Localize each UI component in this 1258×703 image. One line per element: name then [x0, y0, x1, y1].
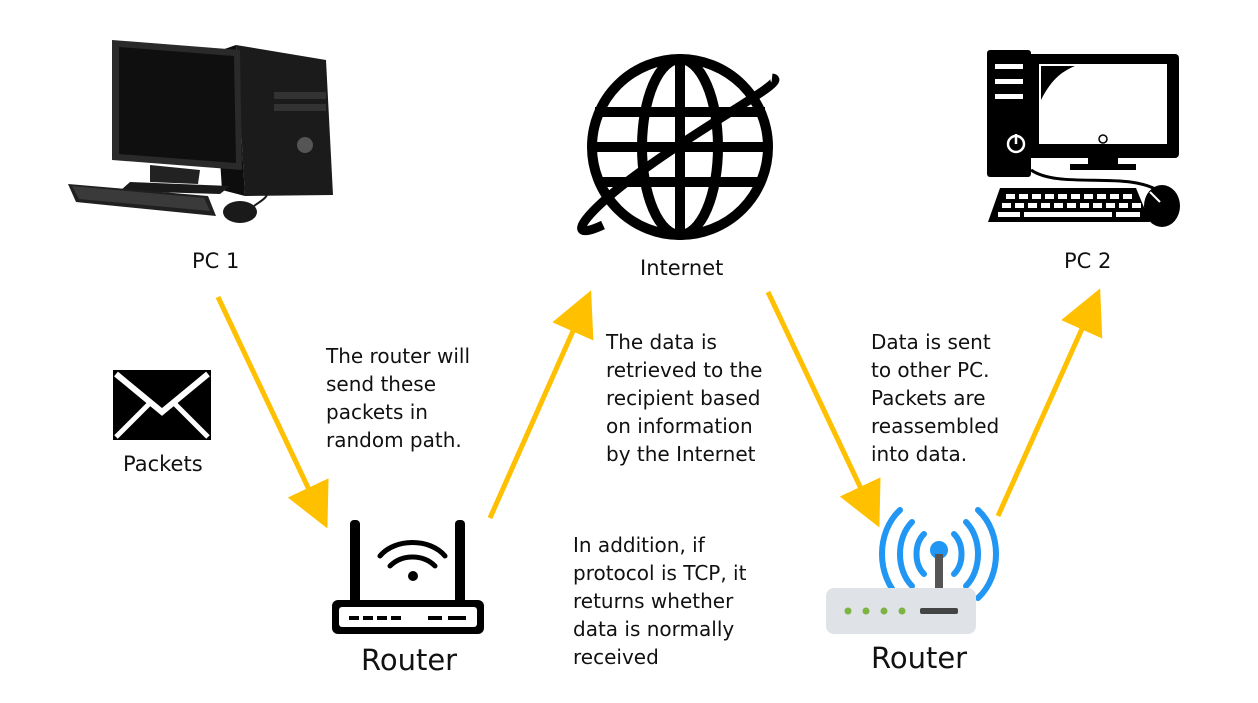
arrow-internet-to-router [765, 290, 881, 528]
pc1-label: PC 1 [192, 249, 240, 273]
router-left-label: Router [361, 643, 458, 677]
pc2-label: PC 2 [1064, 249, 1112, 273]
packets-label: Packets [123, 452, 203, 476]
note-tcp: In addition, if protocol is TCP, it retu… [573, 533, 747, 669]
note-router-send: The router will send these packets in ra… [326, 344, 471, 452]
arrow-router-to-internet [487, 290, 594, 520]
internet-label: Internet [640, 256, 724, 280]
note-data-retrieved: The data is retrieved to the recipient b… [606, 330, 763, 466]
note-data-sent: Data is sent to other PC. Packets are re… [871, 330, 1000, 466]
router-right-label: Router [871, 641, 968, 675]
arrow-pc1-to-router [215, 295, 329, 529]
arrow-router-to-pc2 [995, 288, 1103, 518]
